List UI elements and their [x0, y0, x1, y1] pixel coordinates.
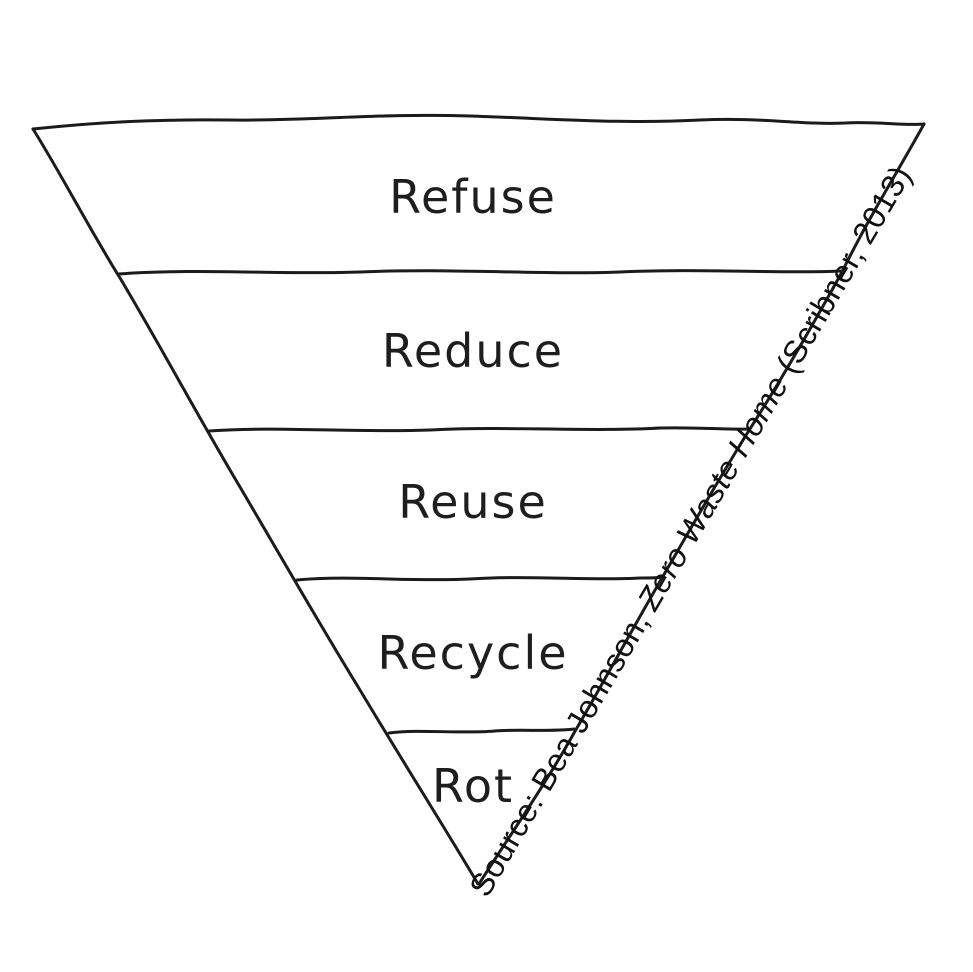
tier-label-reduce: Reduce — [381, 324, 565, 378]
tier-divider-1 — [116, 269, 843, 276]
tier-divider-3 — [295, 575, 665, 582]
tier-label-rot: Rot — [431, 759, 515, 813]
tier-label-refuse: Refuse — [389, 170, 557, 224]
tier-divider-2 — [207, 426, 751, 433]
pyramid-left-edge — [31, 127, 480, 886]
pyramid-top-edge — [31, 113, 926, 131]
tier-label-recycle: Recycle — [377, 626, 569, 680]
pyramid-right-edge — [477, 122, 926, 886]
tier-divider-4 — [387, 727, 576, 735]
tier-label-reuse: Reuse — [398, 475, 548, 529]
